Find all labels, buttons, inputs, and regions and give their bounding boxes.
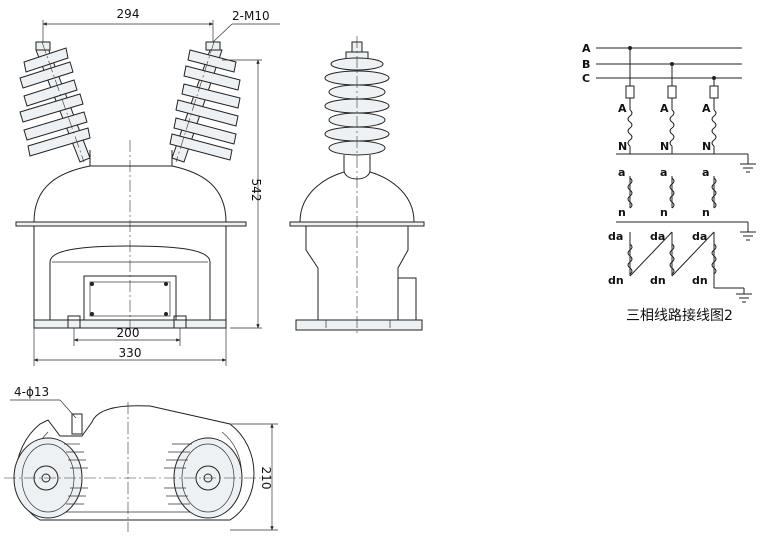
front-view: 294 2-M10 542 200 330 <box>15 7 280 366</box>
p2-N: N <box>660 140 669 153</box>
bus-label-c: C <box>582 72 590 85</box>
p1-A: A <box>618 102 627 115</box>
dim-depth-label: 210 <box>259 467 273 490</box>
residual-winding <box>711 243 717 275</box>
dim-mount-label: 200 <box>117 326 140 340</box>
p1-N: N <box>618 140 627 153</box>
left-terminal <box>35 41 51 51</box>
p1-da: da <box>608 230 623 243</box>
fuse <box>667 85 677 99</box>
fuse <box>709 85 719 99</box>
p2-n: n <box>660 206 668 219</box>
p1-dn: dn <box>608 274 624 287</box>
bus-label-a: A <box>582 42 591 55</box>
wiring-schematic: A B C A N a n da dn A N a n da d <box>582 42 756 324</box>
p3-n: n <box>702 206 710 219</box>
p3-A: A <box>702 102 711 115</box>
mounting-hole <box>71 413 83 435</box>
top-view: 4-ϕ13 210 <box>4 385 278 532</box>
schematic-caption: 三相线路接线图2 <box>626 307 733 324</box>
fuse <box>625 85 635 99</box>
p2-a: a <box>660 166 667 179</box>
p1-n: n <box>618 206 626 219</box>
dim-top-label: 294 <box>117 7 140 21</box>
right-insulator <box>169 41 241 163</box>
p1-a: a <box>618 166 625 179</box>
primary-winding <box>669 109 675 147</box>
p3-dn: dn <box>692 274 708 287</box>
residual-winding <box>669 243 675 275</box>
primary-winding <box>711 109 717 147</box>
dim-height-label: 542 <box>249 179 263 202</box>
secondary-winding <box>711 177 717 209</box>
side-base <box>295 319 423 331</box>
hole-label: 4-ϕ13 <box>14 385 49 399</box>
secondary-winding <box>669 177 675 209</box>
p2-A: A <box>660 102 669 115</box>
secondary-winding <box>627 177 633 209</box>
thread-label: 2-M10 <box>232 9 270 23</box>
bus-label-b: B <box>582 58 590 71</box>
p3-a: a <box>702 166 709 179</box>
left-insulator <box>19 41 91 163</box>
primary-winding <box>627 109 633 147</box>
p3-da: da <box>692 230 707 243</box>
residual-winding <box>627 243 633 275</box>
dim-base-label: 330 <box>119 346 142 360</box>
p2-da: da <box>650 230 665 243</box>
side-view <box>289 36 425 336</box>
p3-N: N <box>702 140 711 153</box>
p2-dn: dn <box>650 274 666 287</box>
